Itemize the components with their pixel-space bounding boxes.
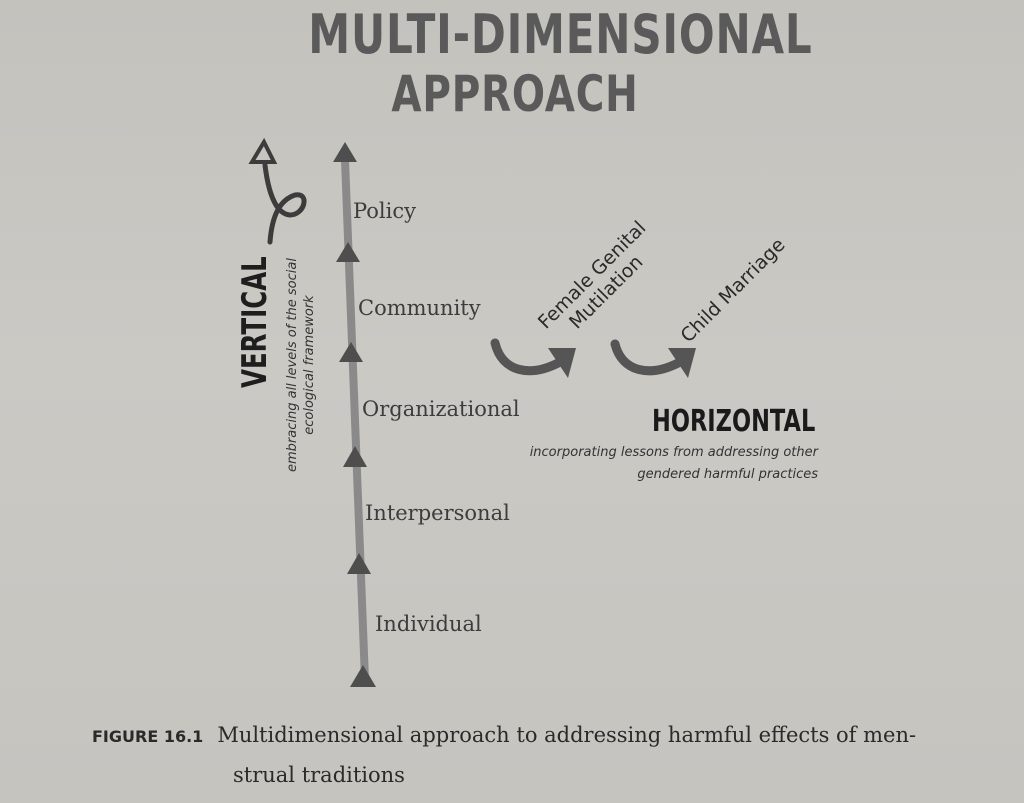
level-individual: Individual [375,612,482,636]
vertical-subtitle: embracing all levels of the social ecolo… [284,258,318,472]
figure-label: FIGURE 16.1 [92,727,204,746]
horizontal-subtitle-line2: gendered harmful practices [637,467,818,482]
level-organizational: Organizational [362,397,520,421]
curved-arrow-head [668,348,696,378]
level-interpersonal: Interpersonal [365,501,510,525]
level-triangles [333,142,376,687]
horizontal-subtitle-line1: incorporating lessons from addressing ot… [529,445,818,460]
triangle-marker [339,342,363,362]
caption-line2: strual traditions [233,763,405,787]
curved-arrow-head [548,348,576,378]
caption-line1: Multidimensional approach to addressing … [217,723,917,747]
triangle-marker [350,665,376,687]
figure-caption: FIGURE 16.1 Multidimensional approach to … [92,716,1024,794]
horizontal-heading: HORIZONTAL [652,404,816,439]
level-community: Community [358,296,481,320]
vertical-heading: VERTICAL [235,256,275,388]
triangle-marker [336,242,360,262]
curved-arrow-icon [490,338,565,376]
figure-title-line2: APPROACH [391,65,639,123]
triangle-marker [333,142,357,162]
level-policy: Policy [353,199,416,223]
vertical-subtitle-line2: ecological framework [302,295,317,435]
triangle-marker [347,553,371,574]
vertical-subtitle-line1: embracing all levels of the social [285,258,300,472]
curved-arrow-icon [610,339,685,376]
triangle-marker [343,446,367,467]
loop-arrow-icon [248,137,307,245]
